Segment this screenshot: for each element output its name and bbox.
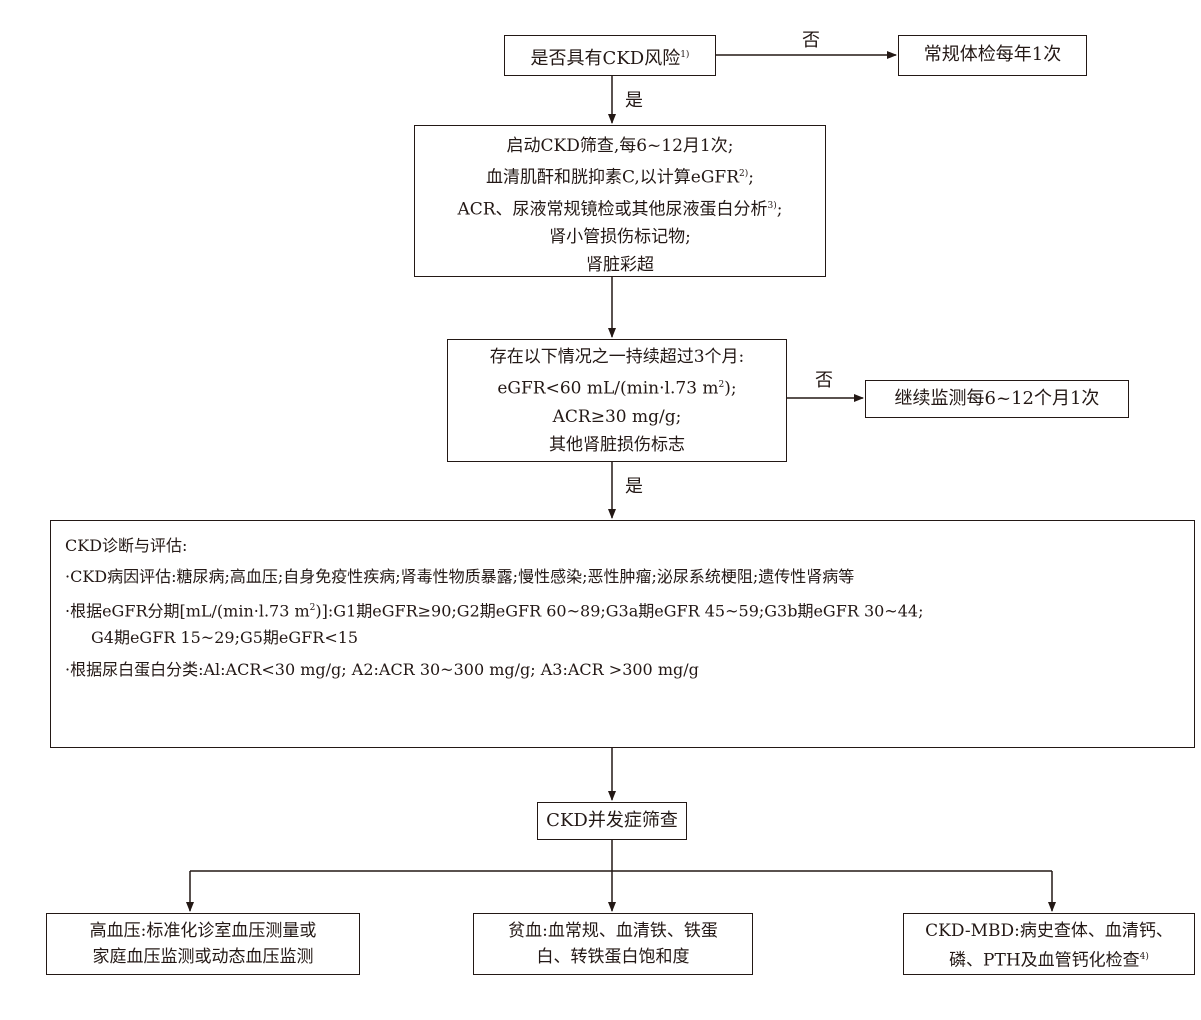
mbd-line-1: CKD-MBD:病史查体、血清钙、	[925, 921, 1173, 941]
ckd-mbd-box: CKD-MBD:病史查体、血清钙、 磷、PTH及血管钙化检查4)	[903, 913, 1195, 975]
screening-line-5: 肾脏彩超	[586, 255, 654, 276]
diagnosis-item-egfr-staging-cont: G4期eGFR 15~29;G5期eGFR<15	[91, 628, 359, 648]
anemia-box: 贫血:血常规、血清铁、铁蛋 白、转铁蛋白饱和度	[473, 913, 753, 975]
screening-line-2: 血清肌酐和胱抑素C,以计算eGFR2);	[485, 167, 755, 188]
hypertension-line-1: 高血压:标准化诊室血压测量或	[89, 921, 317, 941]
yes-label-1: 是	[625, 90, 643, 111]
screening-line-3: ACR、尿液常规镜检或其他尿液蛋白分析3);	[457, 199, 783, 220]
persist-line-3: ACR≥30 mg/g;	[552, 406, 682, 427]
screening-box: 启动CKD筛查,每6~12月1次; 血清肌酐和胱抑素C,以计算eGFR2); A…	[414, 125, 826, 277]
diagnosis-item-albuminuria: ·根据尿白蛋白分类:Al:ACR<30 mg/g; A2:ACR 30~300 …	[65, 660, 699, 680]
footnote-marker-1: 1)	[680, 50, 690, 60]
anemia-line-2: 白、转铁蛋白饱和度	[536, 947, 690, 967]
risk-question-text: 是否具有CKD风险	[530, 48, 681, 69]
complications-screening-box: CKD并发症筛查	[537, 802, 687, 840]
persist-line-2: eGFR<60 mL/(min·l.73 m2);	[497, 378, 737, 399]
no-label-1: 否	[802, 30, 820, 51]
diagnosis-item-etiology: ·CKD病因评估:糖尿病;高血压;自身免疫性疾病;肾毒性物质暴露;慢性感染;恶性…	[65, 567, 855, 586]
persistence-condition-box: 存在以下情况之一持续超过3个月: eGFR<60 mL/(min·l.73 m2…	[447, 339, 787, 462]
diagnosis-box: CKD诊断与评估: ·CKD病因评估:糖尿病;高血压;自身免疫性疾病;肾毒性物质…	[50, 520, 1195, 748]
yes-label-2: 是	[625, 476, 643, 497]
continue-monitoring-text: 继续监测每6~12个月1次	[894, 388, 1100, 409]
hypertension-box: 高血压:标准化诊室血压测量或 家庭血压监测或动态血压监测	[46, 913, 360, 975]
hypertension-line-2: 家庭血压监测或动态血压监测	[92, 947, 314, 967]
anemia-line-1: 贫血:血常规、血清铁、铁蛋	[508, 921, 718, 941]
diagnosis-item-egfr-staging: ·根据eGFR分期[mL/(min·l.73 m2)]:G1期eGFR≥90;G…	[65, 601, 924, 621]
persist-line-4: 其他肾脏损伤标志	[549, 434, 685, 455]
mbd-line-2: 磷、PTH及血管钙化检查4)	[949, 950, 1149, 971]
no-label-2: 否	[815, 370, 833, 391]
routine-checkup-text: 常规体检每年1次	[923, 44, 1062, 65]
risk-question-box: 是否具有CKD风险1)	[504, 35, 716, 76]
diagnosis-title: CKD诊断与评估:	[65, 536, 188, 555]
persist-line-1: 存在以下情况之一持续超过3个月:	[489, 347, 745, 367]
continue-monitoring-box: 继续监测每6~12个月1次	[865, 380, 1129, 418]
screening-line-4: 肾小管损伤标记物;	[549, 227, 691, 248]
routine-checkup-box: 常规体检每年1次	[898, 35, 1087, 76]
complications-screening-text: CKD并发症筛查	[546, 810, 678, 831]
screening-line-1: 启动CKD筛查,每6~12月1次;	[506, 136, 734, 156]
